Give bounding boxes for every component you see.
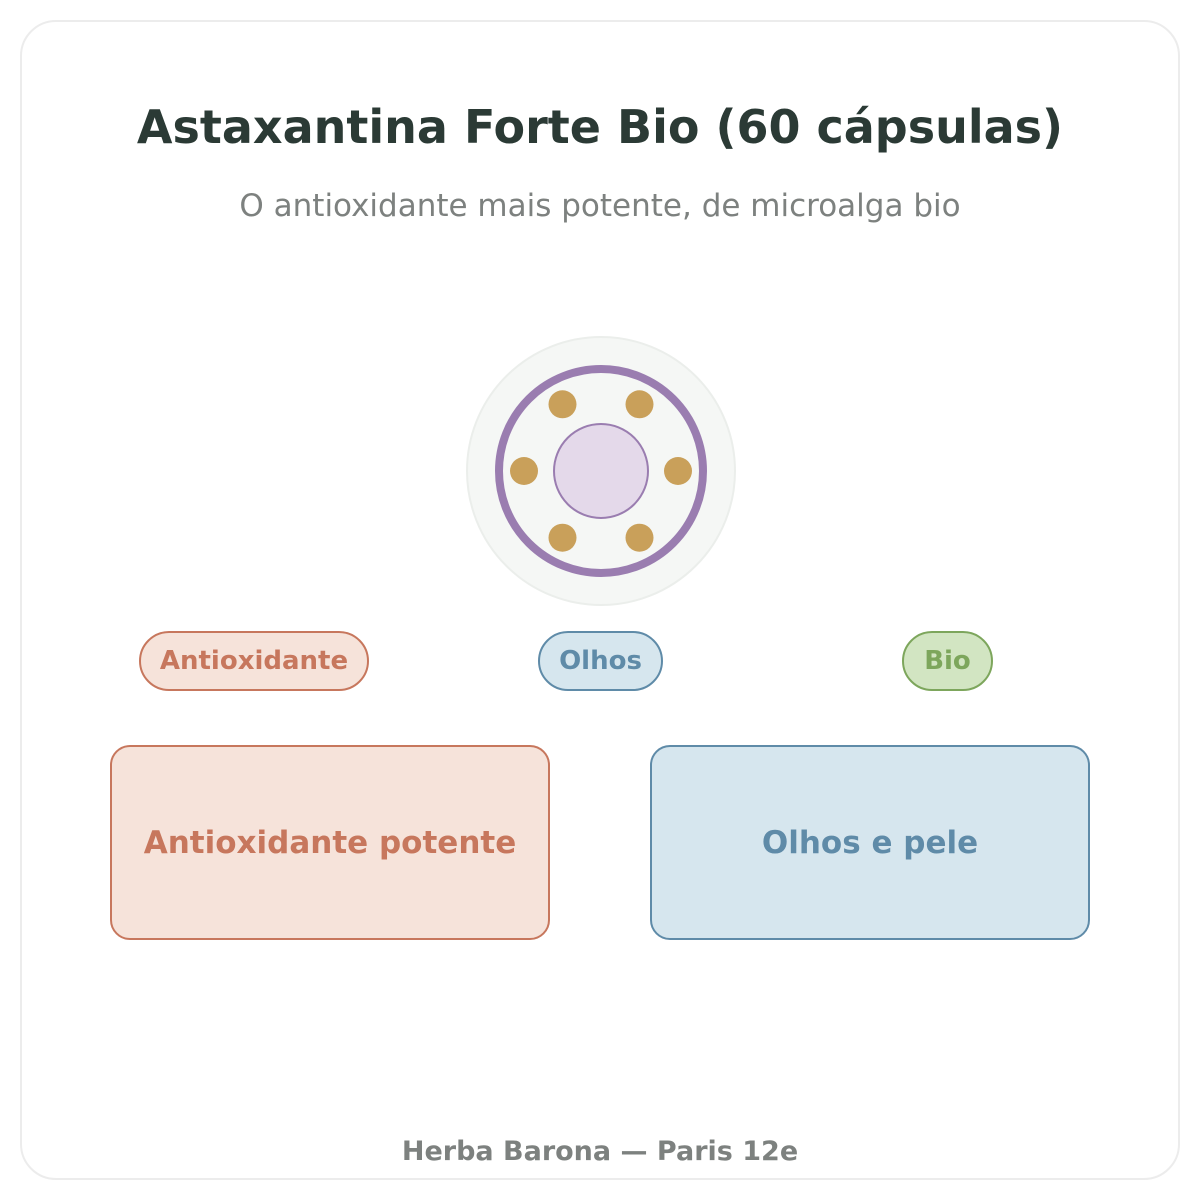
emblem-dot: [664, 457, 692, 485]
benefit-box-antioxidante: Antioxidante potente: [110, 745, 550, 940]
benefit-box-olhos-pele: Olhos e pele: [650, 745, 1090, 940]
tag-olhos: Olhos: [538, 631, 663, 691]
emblem-ring: [495, 365, 707, 577]
emblem-core: [553, 423, 649, 519]
emblem-dot: [510, 457, 538, 485]
emblem-dot: [548, 390, 577, 419]
capsule-ring-icon: [466, 336, 736, 606]
footer-text: Herba Barona — Paris 12e: [401, 1136, 799, 1167]
emblem-dots: [510, 390, 692, 552]
emblem-dot: [548, 523, 577, 552]
tag-antioxidante: Antioxidante: [139, 631, 369, 691]
benefit-label: Olhos e pele: [761, 824, 979, 861]
emblem-dot: [625, 390, 654, 419]
emblem-dot: [625, 523, 654, 552]
product-subtitle: O antioxidante mais potente, de microalg…: [239, 188, 961, 224]
product-title: Astaxantina Forte Bio (60 cápsulas): [136, 100, 1064, 154]
tag-bio: Bio: [902, 631, 993, 691]
benefit-label: Antioxidante potente: [143, 824, 517, 861]
